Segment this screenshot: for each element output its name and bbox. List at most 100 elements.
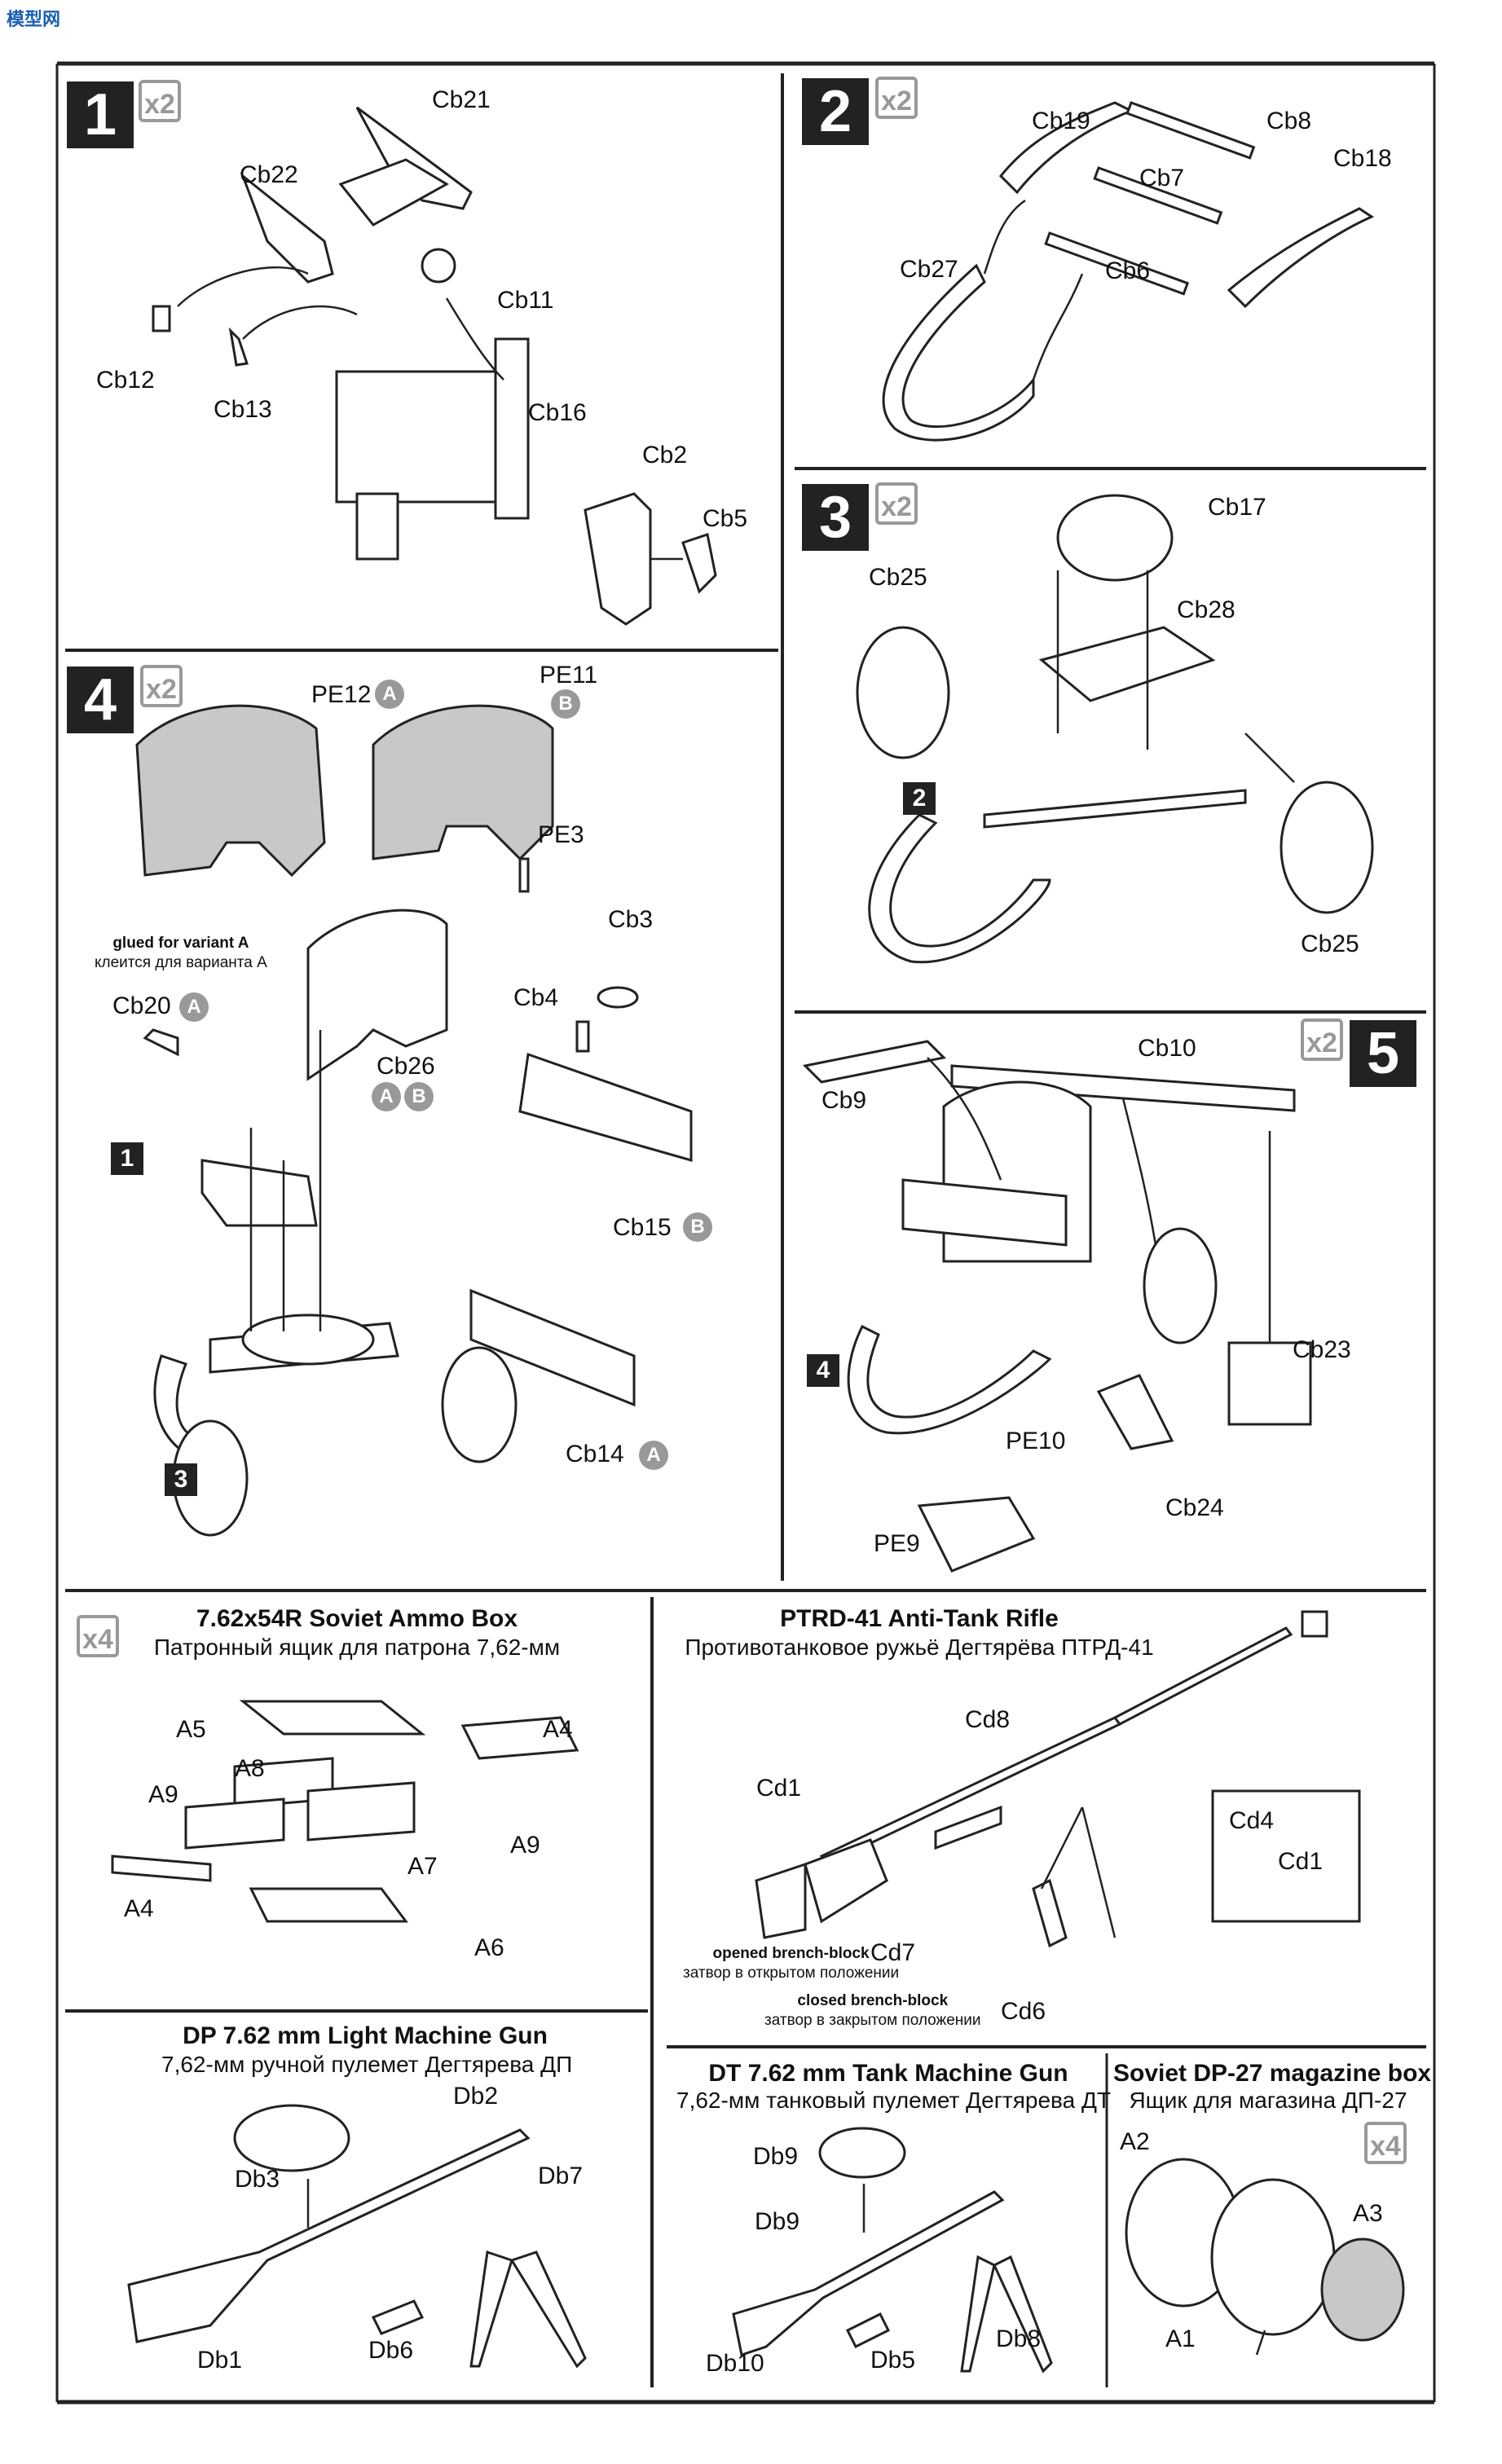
step-1-panel: 1 x2 Cb21 Cb22 Cb11 Cb12 Cb13 Cb16 Cb2 C… xyxy=(64,70,777,645)
part-label: Cd1 xyxy=(756,1775,802,1802)
part-label: Cb3 xyxy=(608,906,654,933)
section-subtitle: 7,62-мм ручной пулемет Дегтярева ДП xyxy=(161,2052,573,2077)
step-5-drawing xyxy=(802,1040,1312,1573)
opened-breech-note: opened brench-block затвор в открытом по… xyxy=(683,1944,899,1983)
dt-drawing xyxy=(732,2127,1053,2374)
section-title: Soviet DP-27 magazine box xyxy=(1113,2060,1432,2087)
part-label: PE11 xyxy=(540,662,598,689)
part-label: A6 xyxy=(474,1934,504,1961)
step-number: 4 xyxy=(67,667,134,733)
step-number: 1 xyxy=(67,81,134,148)
part-label: Db6 xyxy=(368,2337,414,2364)
multiplier-badge: x2 xyxy=(875,482,918,525)
multiplier-badge: x2 xyxy=(140,665,183,707)
part-label: Db1 xyxy=(197,2347,243,2374)
part-label: Cb8 xyxy=(1266,108,1312,134)
part-label: Db7 xyxy=(538,2163,584,2189)
dp27-panel: Soviet DP-27 magazine box Ящик для магаз… xyxy=(1110,2053,1432,2391)
closed-note-en: closed brench-block xyxy=(797,1992,949,2009)
dp-drawing xyxy=(127,2104,587,2369)
section-subtitle: Ящик для магазина ДП-27 xyxy=(1129,2088,1407,2113)
part-label: A3 xyxy=(1353,2200,1383,2227)
variant-a-badge: A xyxy=(639,1441,668,1470)
glue-note: glued for variant A клеится для варианта… xyxy=(95,934,267,973)
part-label: PE10 xyxy=(1006,1428,1066,1454)
part-label: Cb27 xyxy=(900,256,958,283)
step-4-drawing xyxy=(135,704,693,1537)
section-subtitle: Патронный ящик для патрона 7,62-мм xyxy=(153,1635,561,1660)
dp27-drawing xyxy=(1125,2158,1405,2356)
part-label: Cb28 xyxy=(1177,596,1236,623)
part-label: Cb23 xyxy=(1293,1336,1351,1363)
part-label: Cb11 xyxy=(497,287,554,314)
section-title: PTRD-41 Anti-Tank Rifle xyxy=(780,1605,1059,1632)
step-3-drawing xyxy=(856,494,1374,964)
step-2-panel: 2 x2 Cb19 Cb8 Cb18 Cb7 Cb27 Cb6 xyxy=(789,70,1426,464)
dt-panel: DT 7.62 mm Tank Machine Gun 7,62-мм танк… xyxy=(668,2053,1111,2391)
part-label: Cb22 xyxy=(240,161,298,188)
reference-step-badge: 3 xyxy=(165,1463,197,1496)
section-subtitle: Противотанковое ружьё Дегтярёва ПТРД-41 xyxy=(685,1635,1154,1660)
part-label: PE12 xyxy=(311,681,372,708)
part-label: Cb24 xyxy=(1165,1494,1224,1521)
part-label: Db9 xyxy=(755,2208,800,2235)
part-label: Cb12 xyxy=(96,367,155,394)
section-title: DP 7.62 mm Light Machine Gun xyxy=(183,2022,548,2049)
ptrd-panel: PTRD-41 Anti-Tank Rifle Противотанковое … xyxy=(659,1595,1428,2044)
multiplier-badge: x4 xyxy=(77,1615,119,1657)
part-label: PE3 xyxy=(538,821,584,848)
ammo-box-panel: x4 7.62x54R Soviet Ammo Box Патронный ящ… xyxy=(64,1595,647,2006)
step-2-drawing xyxy=(882,101,1375,442)
part-label: Cb2 xyxy=(642,442,688,469)
step-number: 5 xyxy=(1350,1020,1416,1087)
multiplier-badge: x2 xyxy=(139,80,181,122)
part-label: Db3 xyxy=(235,2166,280,2193)
opened-note-ru: затвор в открытом положении xyxy=(683,1965,900,1982)
watermark-text: 模型网 xyxy=(7,9,61,29)
part-label: A1 xyxy=(1165,2325,1196,2352)
variant-a-badge: A xyxy=(375,680,404,709)
section-title: 7.62x54R Soviet Ammo Box xyxy=(196,1605,518,1632)
part-label: Cb17 xyxy=(1208,494,1266,521)
part-label: Db8 xyxy=(996,2325,1042,2352)
part-label: A9 xyxy=(148,1781,178,1808)
glue-note-en: glued for variant A xyxy=(112,935,249,952)
part-label: Db10 xyxy=(706,2350,764,2377)
part-label: Cb20 xyxy=(112,992,171,1019)
glue-note-ru: клеится для варианта А xyxy=(95,954,267,971)
part-label: Cd4 xyxy=(1229,1807,1275,1834)
part-label: Cb25 xyxy=(869,564,927,591)
variant-b-badge: B xyxy=(683,1212,712,1242)
part-label: Cb9 xyxy=(821,1087,867,1114)
opened-note-en: opened brench-block xyxy=(712,1945,870,1962)
closed-note-ru: затвор в закрытом положении xyxy=(764,2012,981,2029)
part-label: Cb26 xyxy=(377,1053,435,1080)
step-3-panel: 3 x2 Cb17 Cb25 Cb28 Cb25 2 xyxy=(789,473,1426,1007)
reference-step-badge: 4 xyxy=(807,1354,839,1387)
part-label: Cb21 xyxy=(432,86,491,113)
part-label: Cb14 xyxy=(566,1441,624,1467)
dp-panel: DP 7.62 mm Light Machine Gun 7,62-мм руч… xyxy=(64,2016,647,2391)
variant-b-badge: B xyxy=(404,1082,434,1111)
part-label: A5 xyxy=(176,1716,206,1743)
variant-b-badge: B xyxy=(551,689,580,719)
part-label: Cd1 xyxy=(1278,1848,1324,1875)
watermark-logo: 模型网 xyxy=(7,5,72,29)
ptrd-drawing xyxy=(755,1610,1361,1948)
part-label: A2 xyxy=(1120,2128,1150,2155)
closed-breech-note: closed brench-block затвор в закрытом по… xyxy=(764,1991,981,2031)
reference-step-badge: 1 xyxy=(111,1142,143,1175)
part-label: Cb15 xyxy=(613,1214,672,1241)
variant-a-badge: A xyxy=(372,1082,401,1111)
part-label: Cb25 xyxy=(1301,931,1359,957)
part-label: A4 xyxy=(543,1716,573,1743)
part-label: Cd8 xyxy=(965,1706,1011,1733)
part-label: Db9 xyxy=(753,2143,799,2170)
ammo-box-drawing xyxy=(111,1700,579,1923)
step-4-panel: 4 x2 PE12 A PE11 B PE3 Cb3 Cb4 glued for… xyxy=(64,655,777,1584)
part-label: Cb19 xyxy=(1032,108,1090,134)
part-label: A8 xyxy=(235,1755,265,1782)
step-5-panel: 5 x2 Cb9 Cb10 Cb23 PE10 Cb24 PE9 4 xyxy=(789,1017,1426,1582)
step-number: 3 xyxy=(802,484,869,551)
